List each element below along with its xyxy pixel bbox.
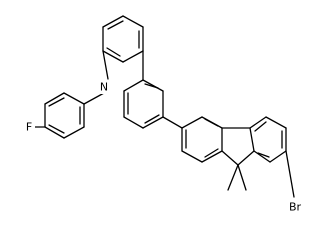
nitrogen-atom: N [97,80,111,94]
fluorene-right-ring [249,116,295,198]
nitrogen-label: N [100,81,108,94]
fluorene-left-ring [181,116,223,163]
fluorophenyl-ring [31,92,85,139]
bromine-label: Br [289,201,302,214]
carbazole-bottom-ring [123,79,164,129]
gem-dimethyl [227,164,247,191]
molecule-structure: N F Br [23,15,305,214]
fluorine-label: F [26,121,32,134]
n-aryl-bond [83,92,105,105]
fluorene-five-ring [221,127,255,166]
carbazole-top-ring [102,15,144,63]
carbazole-pyrrole-ring [102,50,144,92]
bromine-atom: Br [285,200,305,214]
biaryl-bond [162,116,183,129]
fluorine-atom: F [23,120,35,134]
